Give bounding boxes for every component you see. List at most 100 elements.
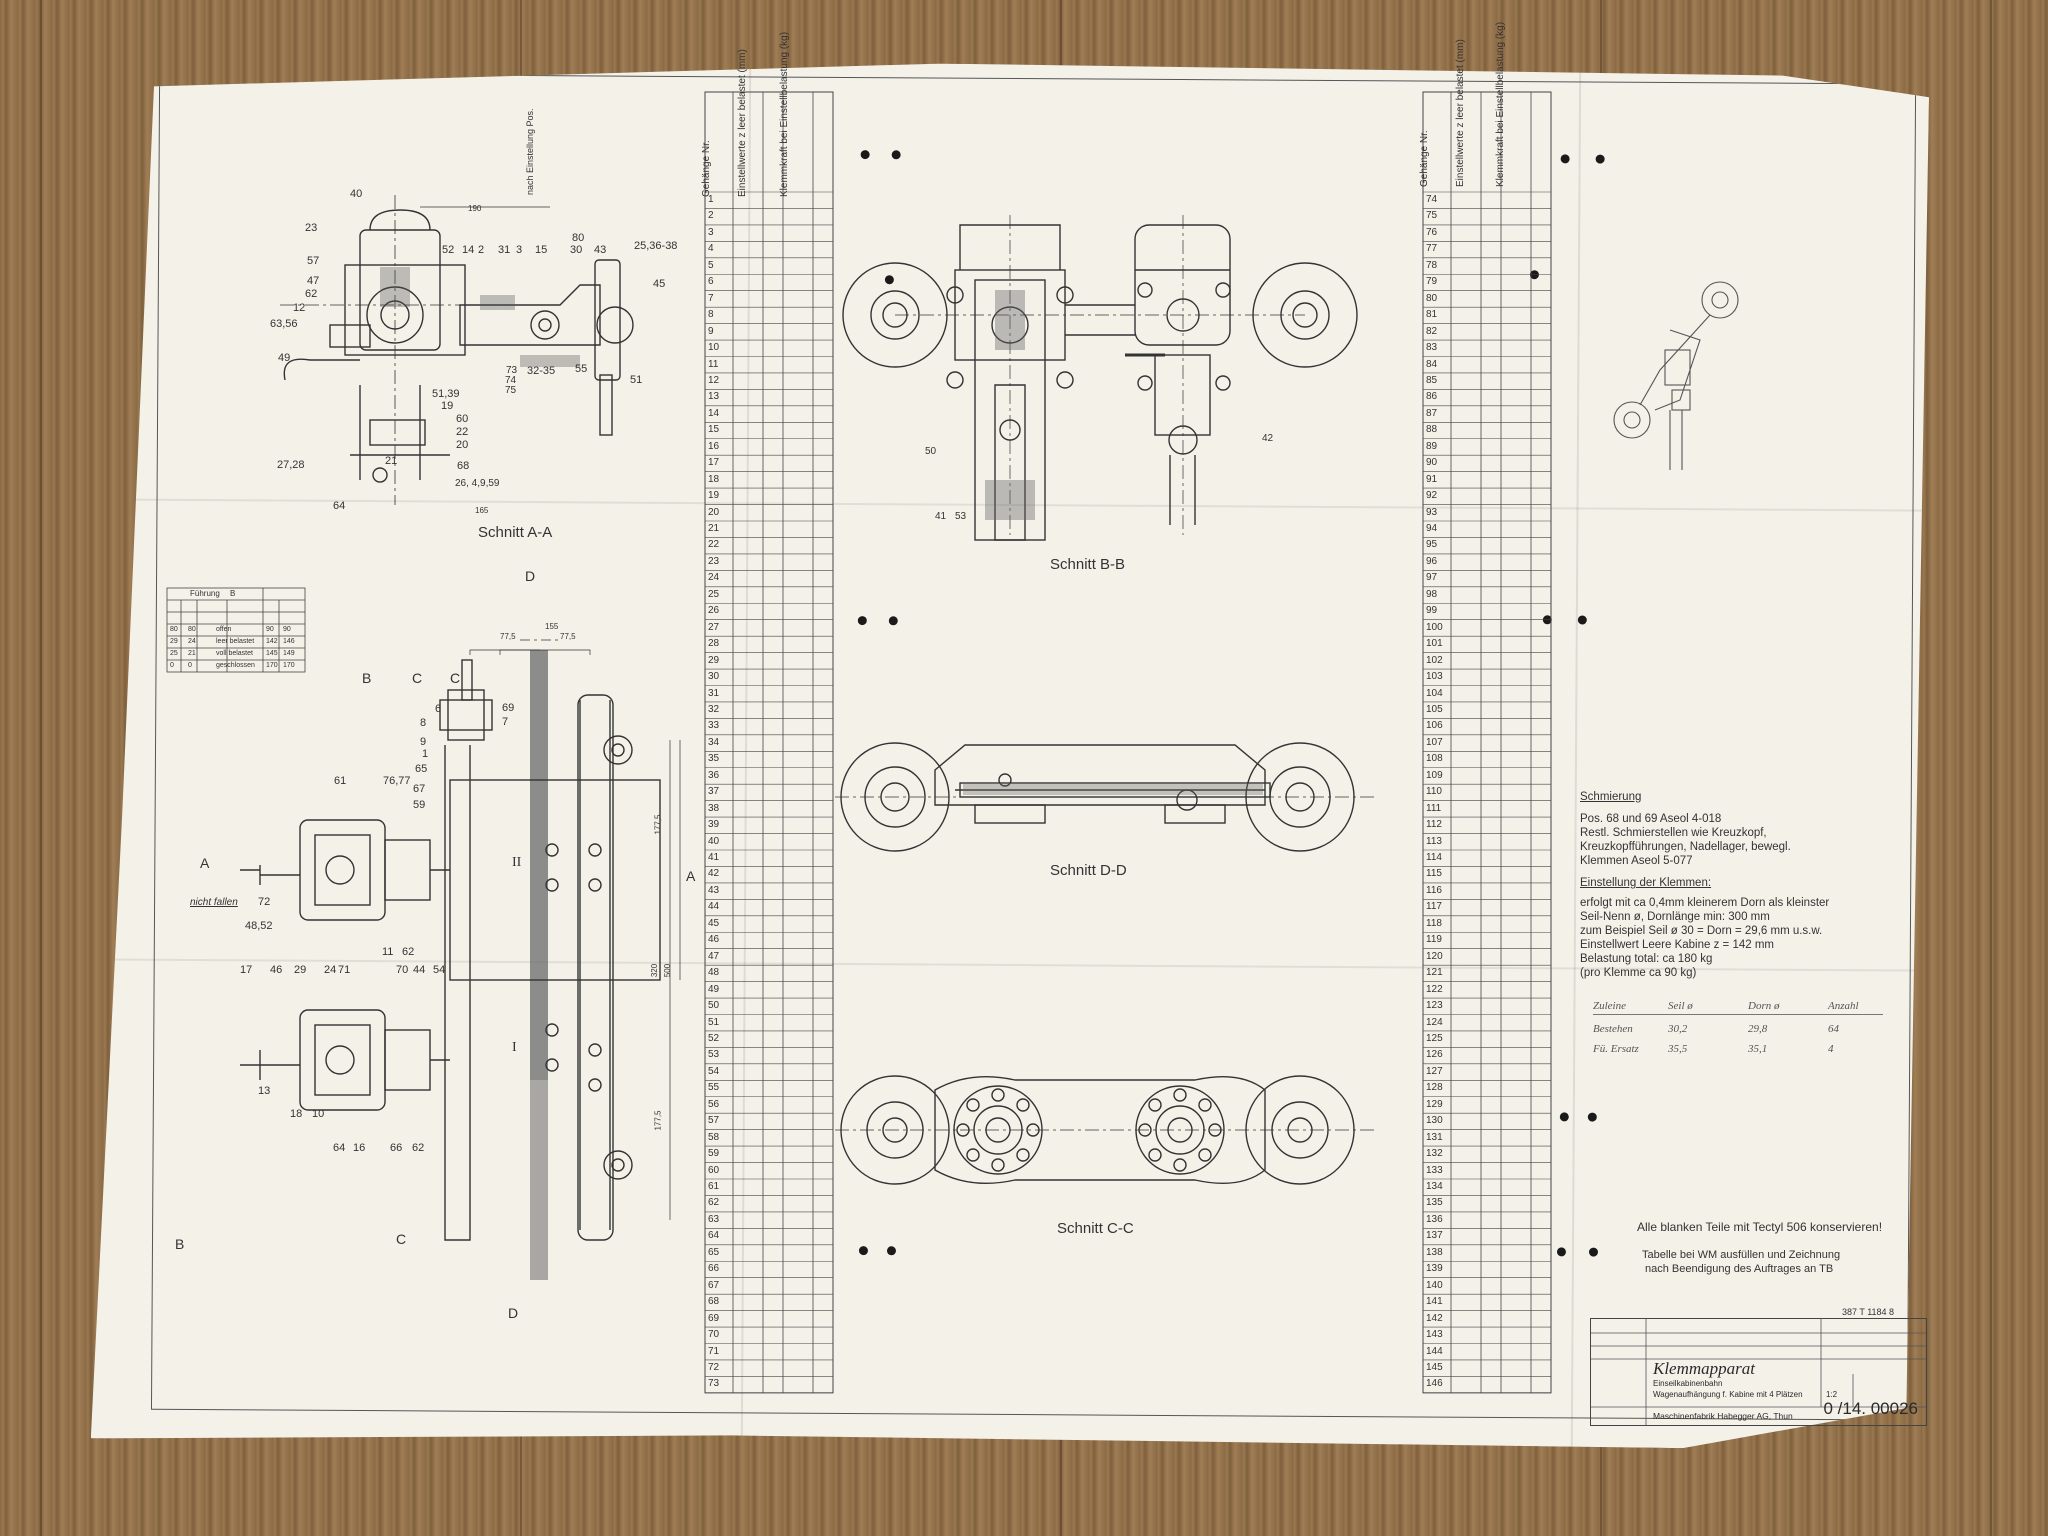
einstellung-line: Einstellwert Leere Kabine z = 142 mm xyxy=(1580,939,1775,951)
handwritten-table: Zuleine Seil ø Dorn ø Anzahl Bestehen 30… xyxy=(1593,1000,1883,1055)
callout: 24 xyxy=(324,964,337,976)
adjustment-table-left xyxy=(704,91,834,1394)
punch-hole xyxy=(859,1246,868,1255)
notes-block: Schmierung Pos. 68 und 69 Aseol 4-018 Re… xyxy=(1580,790,1910,980)
guide-cell: 170 xyxy=(283,662,295,669)
title-block-scale: 1:2 xyxy=(1826,1390,1838,1399)
row-number: 101 xyxy=(1426,638,1443,650)
callout: 18 xyxy=(290,1108,303,1120)
row-number: 16 xyxy=(708,440,720,452)
row-number: 1 xyxy=(708,194,714,205)
row-number: 104 xyxy=(1426,687,1443,699)
row-number: 118 xyxy=(1426,917,1442,929)
guide-table-header: Führung xyxy=(190,589,220,598)
row-number: 106 xyxy=(1426,720,1443,732)
row-number: 86 xyxy=(1426,391,1438,403)
guide-cell: 90 xyxy=(283,626,291,633)
callout: 13 xyxy=(258,1085,271,1097)
callout: 7 xyxy=(502,716,509,728)
guide-cell: 29 xyxy=(170,638,178,645)
main-view-drawing xyxy=(240,639,681,1280)
row-number: 34 xyxy=(708,736,720,748)
callout: 51 xyxy=(630,374,643,386)
row-number: 95 xyxy=(1426,539,1438,551)
row-number: 116 xyxy=(1426,884,1442,896)
row-number: 130 xyxy=(1426,1115,1443,1127)
row-number: 46 xyxy=(708,934,720,946)
row-number: 112 xyxy=(1426,819,1442,831)
callout: 76,77 xyxy=(383,775,411,787)
guide-cell: 90 xyxy=(266,626,274,633)
punch-hole xyxy=(1561,154,1570,163)
guide-cell: leer belastet xyxy=(216,638,255,645)
callout: 2 xyxy=(478,244,485,256)
dimension: 177,5 xyxy=(653,1110,663,1131)
row-number: 9 xyxy=(708,325,714,337)
row-number: 115 xyxy=(1426,868,1442,880)
callout: 21 xyxy=(385,455,398,467)
row-number: 146 xyxy=(1426,1378,1443,1390)
row-number: 131 xyxy=(1426,1131,1443,1143)
guide-cell: geschlossen xyxy=(216,662,255,669)
punch-hole xyxy=(858,616,867,625)
punch-hole xyxy=(1578,615,1587,624)
row-number: 82 xyxy=(1426,325,1438,337)
callout: 16 xyxy=(353,1142,366,1154)
row-number: 85 xyxy=(1426,374,1438,386)
callout: 61 xyxy=(334,775,347,787)
row-number: 87 xyxy=(1426,407,1438,419)
callout: 65 xyxy=(415,763,428,775)
row-number: 119 xyxy=(1426,934,1442,946)
callout: 10 xyxy=(312,1108,325,1120)
callout: 15 xyxy=(535,244,548,256)
row-number: 136 xyxy=(1426,1213,1443,1225)
row-number: 11 xyxy=(708,358,719,370)
row-number: 66 xyxy=(708,1263,720,1275)
drawing-number: 0 /14. 00026 xyxy=(1823,1399,1918,1418)
punch-hole xyxy=(1557,1247,1566,1256)
punch-hole xyxy=(1588,1113,1597,1122)
row-number: 65 xyxy=(708,1246,720,1258)
callout: 27,28 xyxy=(277,459,305,471)
section-marker-a: A xyxy=(686,868,696,884)
row-number: 8 xyxy=(708,309,714,321)
callout: 19 xyxy=(441,400,454,412)
punch-hole xyxy=(1589,1248,1598,1257)
row-number: 26 xyxy=(708,605,720,617)
row-number: 84 xyxy=(1426,358,1438,370)
row-number: 79 xyxy=(1426,276,1438,288)
punch-hole xyxy=(889,616,898,625)
hand-header: Anzahl xyxy=(1828,1000,1859,1012)
row-number: 45 xyxy=(708,917,720,929)
frame-marker: I xyxy=(512,1040,517,1055)
row-number: 42 xyxy=(708,868,720,880)
row-number: 41 xyxy=(708,852,720,863)
callout: 64 xyxy=(333,1142,346,1154)
row-number: 114 xyxy=(1426,852,1442,863)
guide-table-grid xyxy=(166,587,306,673)
row-number: 74 xyxy=(1426,194,1438,205)
title-block-subtitle: Einseilkabinenbahn xyxy=(1653,1379,1723,1388)
callout: 63,56 xyxy=(270,318,298,330)
detail-sketch xyxy=(1613,281,1739,470)
callout: 53 xyxy=(955,511,967,522)
row-number: 4 xyxy=(708,243,714,255)
callout: 41 xyxy=(935,511,947,522)
row-number: 126 xyxy=(1426,1049,1443,1061)
row-number: 137 xyxy=(1426,1230,1443,1242)
row-number: 69 xyxy=(708,1312,720,1324)
callout: 44 xyxy=(413,964,426,976)
callout: 69 xyxy=(502,702,515,714)
row-number: 49 xyxy=(708,983,720,995)
hand-cell: 29,8 xyxy=(1748,1023,1768,1035)
guide-cell: 0 xyxy=(188,662,192,669)
callout: 20 xyxy=(456,439,469,451)
hand-cell: 35,1 xyxy=(1748,1043,1768,1055)
row-number: 99 xyxy=(1426,605,1438,617)
row-number: 51 xyxy=(708,1016,720,1028)
callout: 47 xyxy=(307,275,320,287)
row-number: 92 xyxy=(1426,490,1438,502)
row-number: 18 xyxy=(708,473,720,485)
table-header: Gehänge Nr. xyxy=(1419,130,1430,187)
row-number: 22 xyxy=(708,539,720,551)
